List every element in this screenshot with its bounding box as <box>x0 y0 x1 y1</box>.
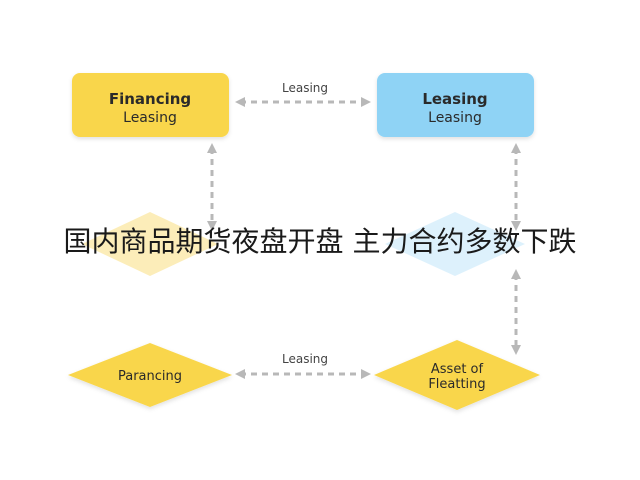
node-parancing-label: Parancing <box>118 369 182 384</box>
node-asset-line1: Asset of <box>431 362 484 377</box>
node-asset-line2: Fleatting <box>428 377 485 392</box>
faded-diamond-left <box>82 212 218 276</box>
faded-diamond-right <box>385 212 525 276</box>
node-leasing-line2: Leasing <box>428 110 482 126</box>
node-leasing-line1: Leasing <box>422 90 487 108</box>
node-financing-leasing: Financing Leasing <box>72 73 229 137</box>
node-financing-line1: Financing <box>109 90 191 108</box>
edge-bottom-label: Leasing <box>282 352 328 366</box>
edge-top-label: Leasing <box>282 81 328 95</box>
node-leasing-leasing: Leasing Leasing <box>377 73 534 137</box>
node-financing-line2: Leasing <box>123 110 177 126</box>
headline-overlay: 国内商品期货夜盘开盘 主力合约多数下跌 <box>63 225 577 258</box>
node-asset-of-fleatting: Asset of Fleatting <box>374 340 540 410</box>
node-parancing: Parancing <box>68 343 232 407</box>
